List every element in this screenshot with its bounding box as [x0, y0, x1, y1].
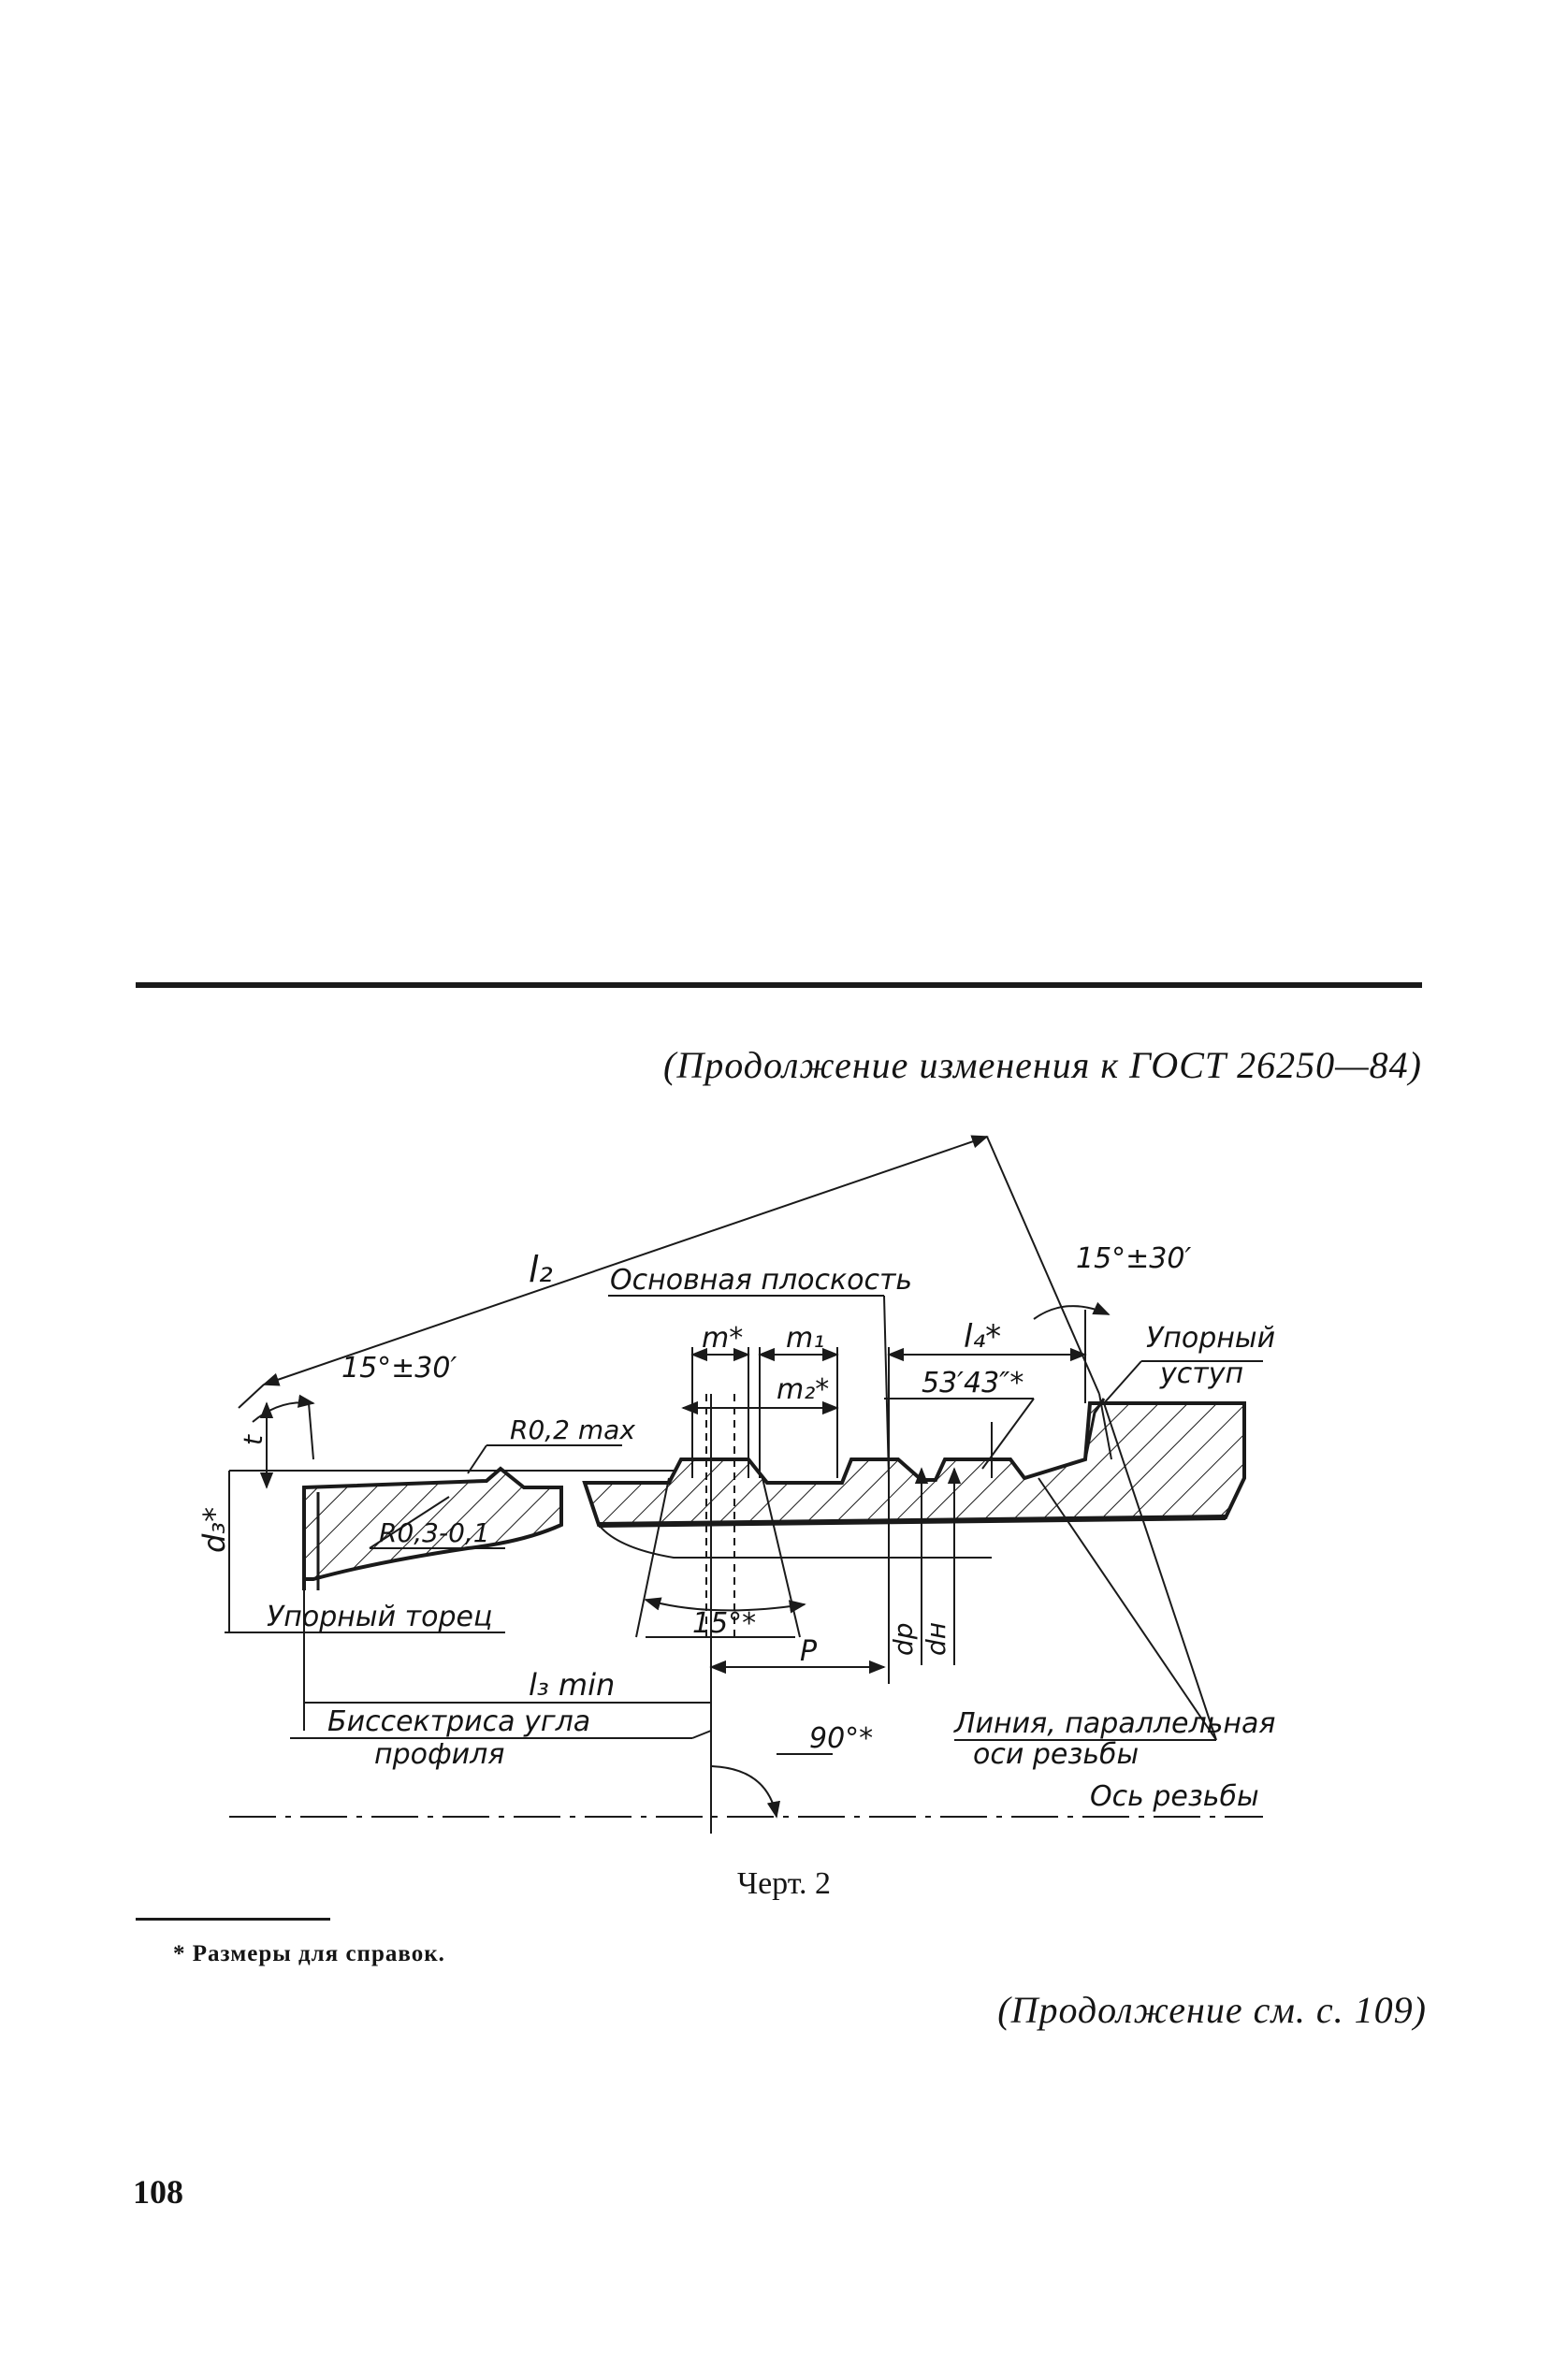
continuation-header: (Продолжение изменения к ГОСТ 26250—84)	[663, 1044, 1422, 1086]
label-r03: R0,3-0,1	[379, 1517, 490, 1548]
label-bisector-2: профиля	[374, 1738, 504, 1771]
label-l4-star: l₄*	[964, 1318, 1001, 1356]
right-hatched-body	[582, 1401, 1246, 1528]
label-angle-90: 90°*	[809, 1722, 873, 1755]
label-l2: l₂	[529, 1249, 553, 1290]
footnote-rule	[136, 1918, 330, 1921]
label-parallel-1: Линия, параллельная	[953, 1707, 1275, 1740]
label-taper-angle: 53′43″*	[922, 1367, 1024, 1400]
label-dp: dp	[888, 1622, 919, 1656]
label-thrust-shoulder-1: Упорный	[1146, 1322, 1275, 1355]
continuation-footer: (Продолжение см. с. 109)	[997, 1989, 1427, 2031]
label-thrust-shoulder-2: уступ	[1159, 1357, 1243, 1390]
label-p: P	[800, 1635, 818, 1668]
top-rule	[136, 982, 1422, 988]
footnote: * Размеры для справок.	[173, 1941, 445, 1966]
label-t: t	[238, 1434, 269, 1445]
label-parallel-2: оси резьбы	[973, 1738, 1139, 1771]
label-l3-min: l₃ min	[529, 1667, 615, 1703]
label-angle-top-right: 15°±30′	[1076, 1242, 1191, 1275]
page-number: 108	[133, 2173, 183, 2211]
label-basic-plane: Основная плоскость	[610, 1264, 912, 1297]
figure-caption: Черт. 2	[736, 1866, 832, 1901]
label-m-star: m*	[702, 1322, 743, 1355]
label-m1: m₁	[786, 1322, 824, 1355]
label-d3-star: d₃*	[196, 1507, 232, 1553]
label-angle-left: 15°±30′	[341, 1352, 457, 1385]
label-thrust-face: Упорный торец	[267, 1601, 492, 1633]
label-dH: dн	[921, 1622, 951, 1656]
label-bisector-1: Биссектриса угла	[327, 1705, 590, 1738]
label-thread-axis: Ось резьбы	[1090, 1780, 1259, 1813]
label-r02: R0,2 max	[510, 1414, 635, 1445]
label-angle-15-star: 15°*	[692, 1607, 756, 1640]
label-m2-star: m₂*	[777, 1373, 829, 1406]
